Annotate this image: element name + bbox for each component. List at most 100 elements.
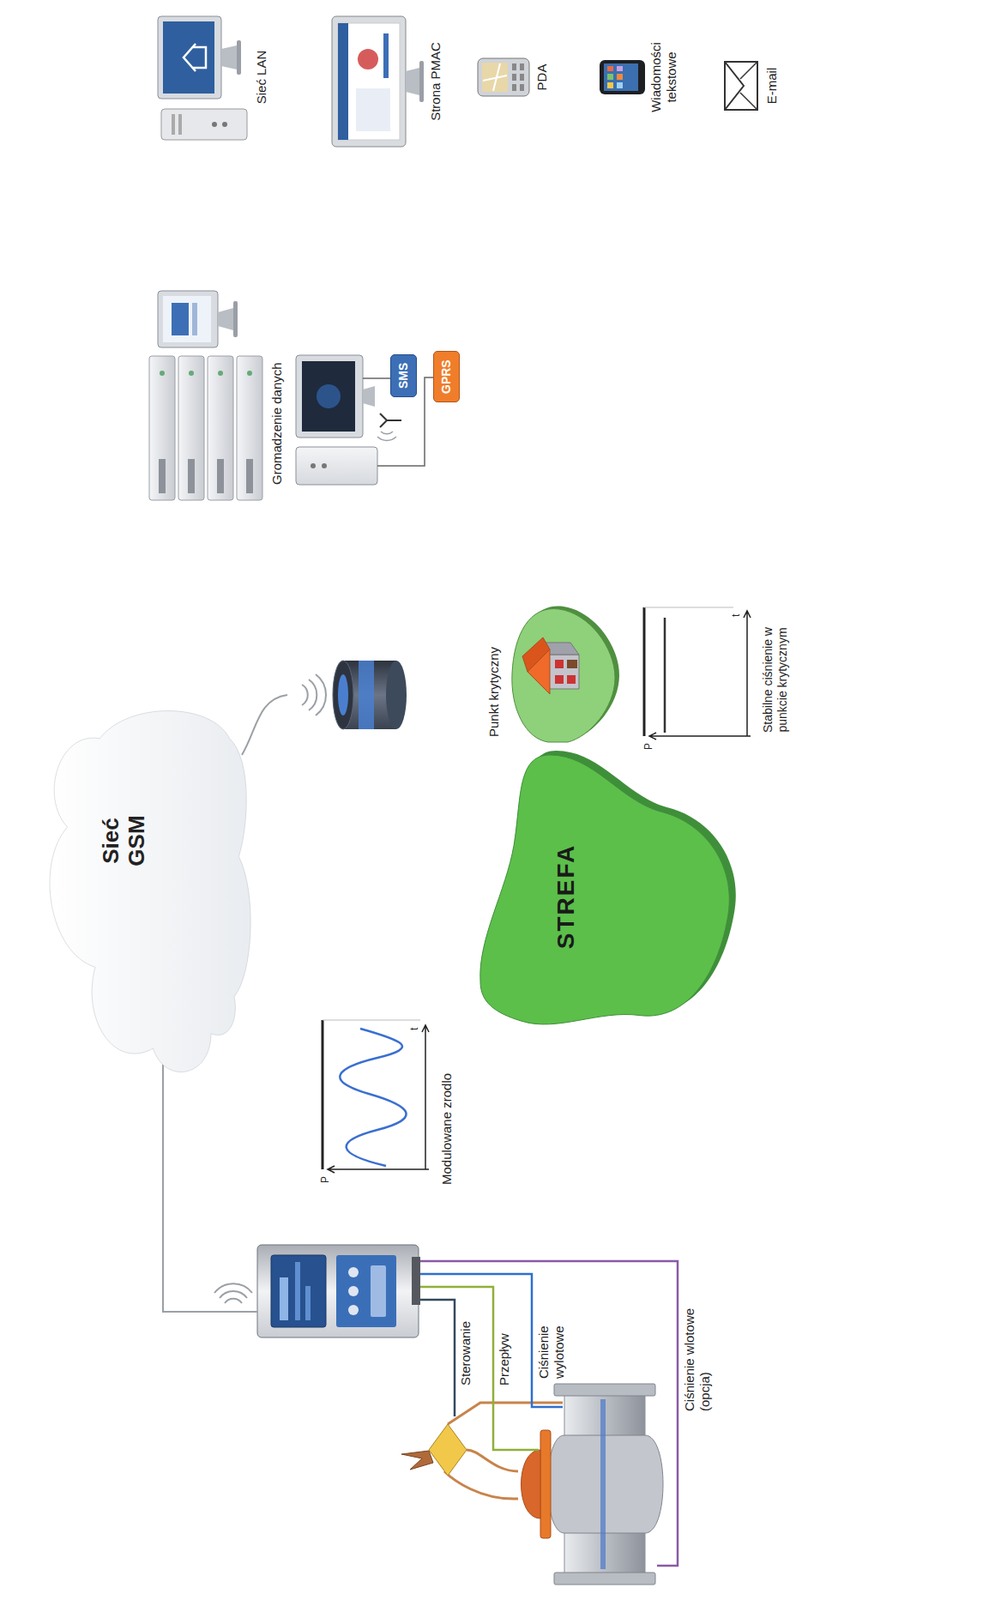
receiver-computer [362, 377, 391, 380]
phone-icon [607, 66, 614, 72]
pmac-icon [331, 16, 406, 147]
node-label: Punkt krytyczny [486, 604, 502, 742]
server-icon [159, 370, 165, 376]
island-icon [554, 675, 564, 684]
node-label: Strona PMAC [428, 12, 444, 151]
lan-icon [157, 16, 222, 99]
wireless-link [162, 1033, 258, 1312]
server-icon [149, 355, 175, 501]
server-icon [233, 301, 238, 338]
pressure-controller [295, 1261, 301, 1321]
server-icon [158, 458, 166, 494]
signal-wires [418, 1299, 455, 1417]
server-icon [217, 458, 224, 494]
pressure-logger [337, 674, 349, 716]
receiver-computer [316, 384, 341, 409]
mail-icon [724, 61, 744, 110]
chart-panel: Modulowane zrodlo [317, 1016, 455, 1188]
server-icon [188, 370, 194, 376]
network-cloud: Sieć GSM [25, 716, 258, 1086]
channel-badge: GPRS [433, 350, 460, 403]
chartMod-icon [322, 1019, 421, 1021]
pressure-controller [271, 1254, 326, 1327]
phone-icon [616, 73, 623, 80]
pmac-icon [383, 33, 389, 79]
axis-label: P [319, 1175, 332, 1183]
chartMod-icon [317, 1016, 438, 1188]
chartMod-icon [327, 1165, 429, 1173]
chartFlat-icon [643, 607, 646, 736]
device-icon: Strona PMAC [330, 12, 444, 151]
lan-icon [171, 114, 175, 135]
node-label: E-mail [764, 51, 780, 121]
node-label: Wiadomości tekstowe [648, 30, 680, 125]
node-label: GPRS [439, 359, 454, 394]
island-icon [566, 675, 576, 684]
pilot-valve [444, 1471, 519, 1499]
pilot-valve [466, 1449, 519, 1472]
phone-icon [616, 82, 623, 89]
data-server: Gromadzenie danych [145, 287, 285, 502]
pressure-controller [411, 1256, 421, 1305]
server-icon [236, 355, 263, 501]
pressure-logger [385, 660, 407, 730]
server-icon [145, 287, 266, 502]
node-label: PDA [534, 42, 550, 112]
device-icon: PDA [476, 42, 550, 112]
node-label: Modulowane zrodlo [439, 1016, 455, 1188]
phone-icon [607, 73, 614, 80]
pilot-valve [401, 1450, 434, 1470]
server-icon [171, 302, 189, 336]
pda-icon [482, 62, 508, 92]
server-icon [157, 290, 218, 348]
axis-label: t [408, 1027, 421, 1031]
pmac-icon [355, 88, 391, 132]
chartMod-icon [321, 1019, 325, 1170]
pressure-controller [370, 1265, 386, 1317]
mail-icon [724, 61, 758, 110]
pmac-icon [337, 23, 349, 140]
pda-icon [512, 63, 517, 71]
server-icon [246, 458, 254, 494]
pmac-icon [419, 60, 424, 103]
node-label: Sieć GSM [98, 802, 151, 880]
node-label: Gromadzenie danych [269, 287, 285, 502]
lan-icon [154, 12, 251, 142]
island-icon [566, 659, 578, 669]
zone-area: STREFA [480, 754, 738, 1038]
lan-icon [222, 121, 228, 127]
chartMod-icon [422, 1025, 429, 1170]
signal-wires [418, 1260, 678, 1566]
pressure-logger [332, 660, 407, 730]
valve-illustration [540, 1429, 551, 1538]
mail-icon [723, 51, 761, 121]
pressure-logger [358, 660, 374, 730]
receiver-computer [310, 463, 316, 469]
wire-label: Przepływ [496, 1332, 513, 1386]
device-icon: Sieć LAN [154, 12, 270, 142]
node-label: SMS [396, 362, 411, 389]
pmac-icon [357, 48, 379, 70]
server-icon [217, 307, 234, 331]
wire-label: Ciśnienie wylotowe [536, 1292, 567, 1379]
mail-icon [740, 61, 758, 110]
lan-icon [178, 114, 182, 135]
axis-label: P [642, 742, 655, 750]
server-icon [217, 370, 224, 376]
pda-icon [512, 84, 517, 91]
receiver-computer [301, 361, 356, 432]
lan-icon [211, 121, 218, 127]
pda-icon [476, 42, 533, 112]
lan-icon [221, 45, 237, 70]
server-icon [247, 370, 253, 376]
pressure-controller [257, 1244, 421, 1338]
receiver-computer [377, 431, 397, 441]
pda-icon [519, 73, 525, 81]
phone-icon [607, 82, 614, 89]
receiver-computer [362, 385, 375, 407]
server-icon [192, 302, 198, 336]
pmac-icon [337, 23, 400, 140]
chartFlat-icon [649, 732, 751, 740]
phone-icon [616, 66, 623, 72]
phone-icon [599, 60, 646, 95]
